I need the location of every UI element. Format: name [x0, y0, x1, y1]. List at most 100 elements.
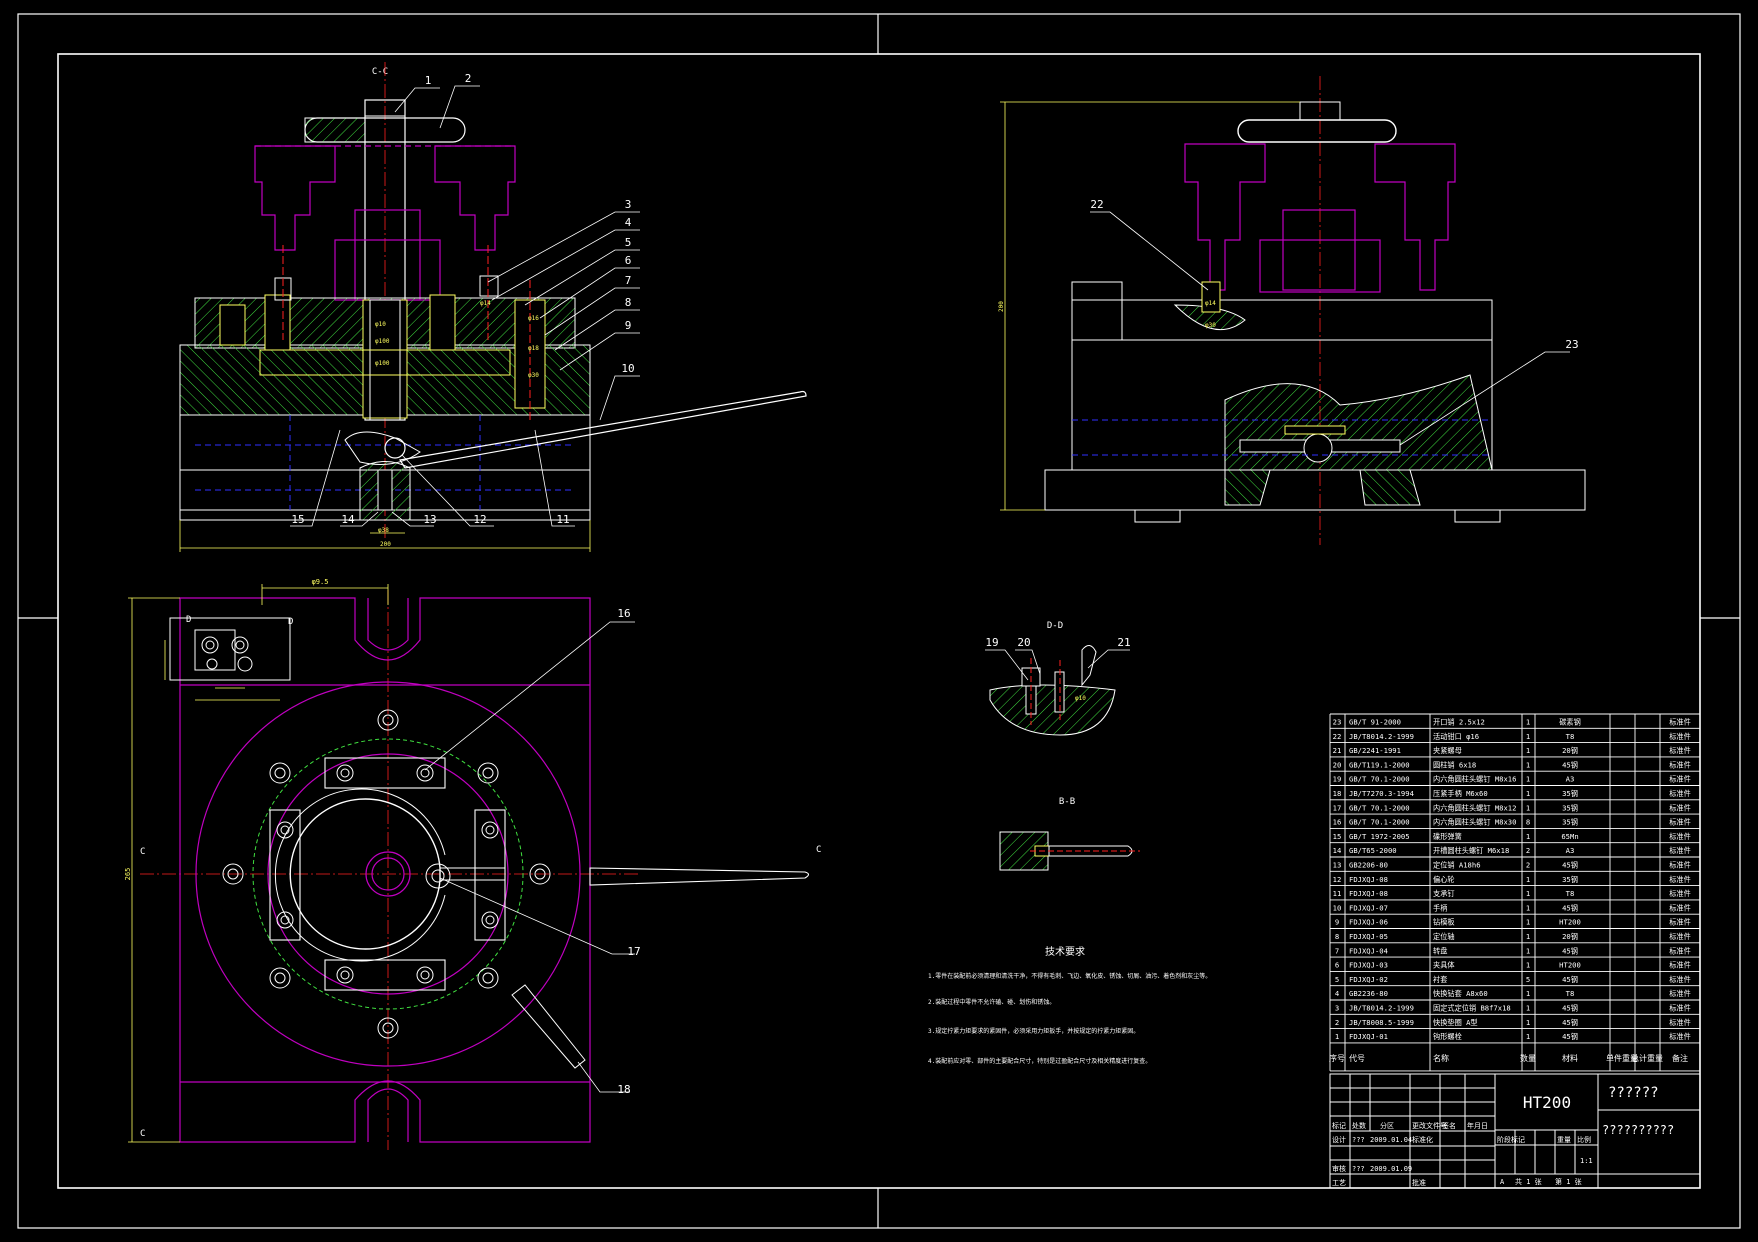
- bom-cell: FDJXQJ-05: [1349, 932, 1388, 941]
- balloon-16: 16: [617, 607, 630, 620]
- bom-cell: 1: [1526, 889, 1530, 898]
- bom-cell: GB2236-80: [1349, 989, 1388, 998]
- bom-cell: 1: [1526, 803, 1530, 812]
- bom-cell: 标准件: [1669, 746, 1691, 755]
- bom-cell: 14: [1333, 846, 1342, 855]
- bom-cell: 夹紧螺母: [1433, 746, 1462, 755]
- tech-req-line-2: 2.装配过程中零件不允许磕、碰、划伤和锈蚀。: [928, 998, 1055, 1006]
- tb-label-count: 处数: [1352, 1121, 1366, 1130]
- tb-material: HT200: [1523, 1093, 1571, 1112]
- dim-side-d2: φ30: [1205, 322, 1216, 329]
- bom-cell: 45钢: [1562, 1004, 1578, 1013]
- bom-cell: 9: [1335, 918, 1339, 927]
- balloon-2: 2: [465, 72, 472, 85]
- bom-cell: 1: [1526, 918, 1530, 927]
- bom-cell: FDJXQJ-01: [1349, 1032, 1388, 1041]
- balloon-5: 5: [625, 236, 632, 249]
- tb-label-review: 审核: [1332, 1164, 1346, 1173]
- tech-req-line-4: 4.装配前应对零、部件的主要配合尺寸，特别是过盈配合尺寸及相关精度进行复查。: [928, 1057, 1151, 1065]
- balloon-12: 12: [473, 513, 486, 526]
- bom-cell: 标准件: [1669, 875, 1691, 884]
- bom-cell: 钻模板: [1433, 918, 1455, 927]
- balloon-13: 13: [423, 513, 436, 526]
- bom-cell: 45钢: [1562, 861, 1578, 870]
- bom-cell: 1: [1526, 1004, 1530, 1013]
- tb-designer: ???: [1352, 1136, 1365, 1144]
- bom-cell: T8: [1566, 889, 1575, 898]
- bom-cell: HT200: [1559, 918, 1581, 927]
- tb-label-zone: 分区: [1380, 1121, 1394, 1130]
- bom-cell: 碟形弹簧: [1433, 832, 1462, 841]
- bom-cell: 1: [1526, 903, 1530, 912]
- bom-cell: 支承钉: [1433, 889, 1455, 898]
- balloon-22: 22: [1090, 198, 1103, 211]
- bom-cell: 标准件: [1669, 818, 1691, 827]
- balloon-3: 3: [625, 198, 632, 211]
- bom-cell: 快换钻套 A8x60: [1433, 989, 1488, 998]
- bom-cell: 21: [1333, 746, 1342, 755]
- bom-cell: GB/T 91-2000: [1349, 718, 1401, 727]
- section-cc-title: C-C: [372, 67, 388, 77]
- bom-cell: 标准件: [1669, 903, 1691, 912]
- bom-cell: 标准件: [1669, 1018, 1691, 1027]
- bom-cell: 标准件: [1669, 989, 1691, 998]
- bom-cell: 标准件: [1669, 789, 1691, 798]
- bom-cell: 内六角圆柱头螺钉 M8x30: [1433, 818, 1516, 827]
- tech-req-line-1: 1.零件在装配前必须清理和清洗干净，不得有毛刺、飞边、氧化皮、锈蚀、切屑、油污、…: [928, 972, 1211, 980]
- plan-view: φ9.5 265 C C C D D 16 17: [124, 578, 821, 1150]
- dim-cc-d2: φ100: [375, 338, 390, 345]
- bom-cell: FDJXQJ-08: [1349, 889, 1388, 898]
- bom-cell: 20钢: [1562, 746, 1578, 755]
- bom-cell: 1: [1526, 718, 1530, 727]
- bom-cell: FDJXQJ-04: [1349, 946, 1388, 955]
- bom-cell: T8: [1566, 989, 1575, 998]
- section-bb-view: B-B: [999, 797, 1140, 871]
- bom-cell: 8: [1526, 818, 1530, 827]
- balloon-19: 19: [985, 636, 998, 649]
- bom-cell: 1: [1526, 775, 1530, 784]
- bom-cell: 3: [1335, 1004, 1339, 1013]
- section-mark-c-right: C: [816, 845, 821, 855]
- balloon-14: 14: [341, 513, 355, 526]
- tb-a: A: [1500, 1178, 1505, 1186]
- tb-scale: 1:1: [1580, 1157, 1593, 1165]
- balloon-17: 17: [627, 945, 640, 958]
- bom-cell: FDJXQJ-08: [1349, 875, 1388, 884]
- balloon-18: 18: [617, 1083, 630, 1096]
- bom-cell: GB/2241-1991: [1349, 746, 1401, 755]
- bom-cell: 45钢: [1562, 1018, 1578, 1027]
- bom-cell: 1: [1526, 989, 1530, 998]
- bom-cell: 定位轴: [1433, 932, 1455, 941]
- bom-cell: GB/T 70.1-2000: [1349, 803, 1410, 812]
- bom-cell: 定位销 A18h6: [1433, 861, 1481, 870]
- bom-cell: 内六角圆柱头螺钉 M8x12: [1433, 803, 1516, 812]
- bom-cell: 16: [1333, 818, 1342, 827]
- dim-cc-d1: φ10: [375, 321, 386, 328]
- bom-cell: 夹具体: [1433, 961, 1455, 970]
- bom-cell: 活动钳口 φ16: [1433, 732, 1479, 741]
- tb-label-sign: 签名: [1442, 1121, 1456, 1130]
- bom-cell: GB/T65-2000: [1349, 846, 1397, 855]
- section-cc-view: C-C: [179, 62, 807, 552]
- bom-cell: 11: [1333, 889, 1342, 898]
- sheet-frame: [17, 13, 1741, 1229]
- balloon-8: 8: [625, 296, 632, 309]
- bom-cell: 5: [1335, 975, 1339, 984]
- title-block: 标记 处数 分区 更改文件号 签名 年月日 设计 标准化 审核 工艺 批准 ??…: [1329, 1073, 1701, 1189]
- bom-cell: 1: [1526, 932, 1530, 941]
- bom-cell: 标准件: [1669, 918, 1691, 927]
- tb-label-approve: 批准: [1412, 1178, 1426, 1187]
- bom-cell: 衬套: [1433, 975, 1447, 984]
- bom-cell: 标准件: [1669, 775, 1691, 784]
- bom-header-cell: 数量: [1520, 1053, 1536, 1063]
- bom-cell: FDJXQJ-02: [1349, 975, 1388, 984]
- bom-cell: 标准件: [1669, 1004, 1691, 1013]
- bom-cell: JB/T8008.5-1999: [1349, 1018, 1414, 1027]
- bom-cell: 1: [1526, 1018, 1530, 1027]
- bom-cell: 35钢: [1562, 875, 1578, 884]
- section-mark-d-right: D: [288, 617, 293, 627]
- bom-cell: 45钢: [1562, 1032, 1578, 1041]
- tb-date-2: 2009.01.09: [1370, 1165, 1412, 1173]
- tb-sheet: 第 1 张: [1555, 1177, 1582, 1186]
